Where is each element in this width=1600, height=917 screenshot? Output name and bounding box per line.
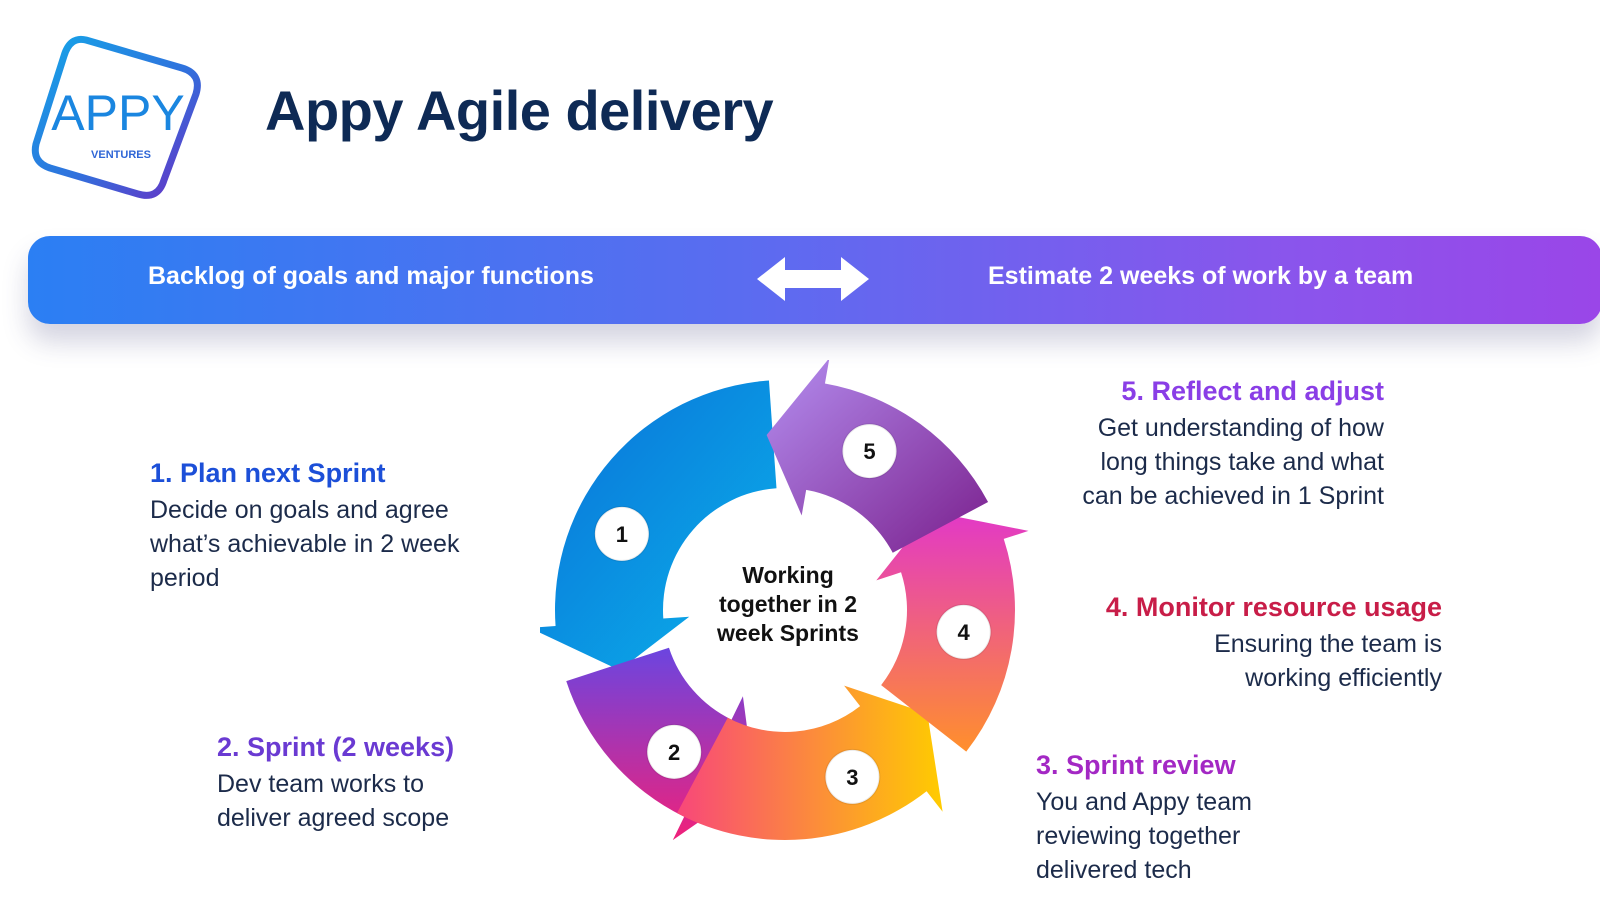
step-title: 5. Reflect and adjust [1121, 376, 1384, 406]
step-number-label: 5 [863, 439, 875, 464]
cycle-center-line-3: week Sprints [716, 620, 859, 646]
step-title: 4. Monitor resource usage [1105, 592, 1442, 622]
cycle-arrow-3 [677, 685, 943, 840]
step-sprint-review: 3. Sprint review You and Appy team revie… [1036, 750, 1356, 887]
sprint-cycle-diagram: 1 2 3 4 5 Working together in 2 week Sprints [540, 360, 1029, 841]
step-number-badge [841, 423, 898, 480]
step-description-line: Dev team works to [217, 770, 425, 798]
step-description: Get understanding of how long things tak… [1030, 411, 1384, 513]
appy-ventures-logo: APPY VENTURES [31, 35, 201, 199]
step-description-line: long things take and what [1100, 448, 1384, 476]
step-sprint: 2. Sprint (2 weeks) Dev team works to de… [217, 732, 537, 835]
step-description: Ensuring the team is working efficiently [1080, 627, 1442, 695]
step-number-label: 2 [668, 740, 680, 765]
step-description-line: You and Appy team [1036, 788, 1252, 816]
step-number-badge [824, 748, 881, 805]
step-description-line: can be achieved in 1 Sprint [1082, 482, 1384, 510]
logo-subtext: VENTURES [91, 149, 151, 161]
process-banner: Backlog of goals and major functions Est… [28, 236, 1600, 324]
step-reflect-and-adjust: 5. Reflect and adjust Get understanding … [1030, 376, 1384, 513]
banner-left-text: Backlog of goals and major functions [148, 262, 594, 290]
step-description: You and Appy team reviewing together del… [1036, 785, 1356, 887]
step-title: 3. Sprint review [1036, 750, 1236, 780]
step-description-line: period [150, 564, 220, 592]
step-description-line: deliver agreed scope [217, 804, 450, 832]
step-title: 2. Sprint (2 weeks) [217, 732, 455, 762]
step-description-line: reviewing together [1036, 822, 1241, 850]
step-number-label: 1 [616, 522, 628, 547]
step-description-line: delivered tech [1036, 856, 1192, 884]
step-plan-next-sprint: 1. Plan next Sprint Decide on goals and … [150, 458, 530, 595]
step-title: 1. Plan next Sprint [150, 458, 386, 488]
step-description-line: Decide on goals and agree [150, 496, 449, 524]
cycle-center-line-1: Working [742, 562, 834, 588]
step-monitor-resource-usage: 4. Monitor resource usage Ensuring the t… [1080, 592, 1442, 695]
logo-wordmark: APPY [51, 85, 184, 141]
step-number-badge [593, 505, 650, 562]
cycle-arrow-1 [540, 380, 777, 671]
step-description-line: working efficiently [1245, 664, 1442, 692]
double-arrow-icon [757, 257, 869, 301]
step-number-badge [646, 723, 703, 780]
step-description-line: what’s achievable in 2 week [150, 530, 460, 558]
page-title: Appy Agile delivery [265, 79, 774, 142]
step-number-label: 4 [958, 620, 971, 645]
step-description: Dev team works to deliver agreed scope [217, 767, 537, 835]
cycle-center-line-2: together in 2 [719, 591, 857, 617]
banner-right-text: Estimate 2 weeks of work by a team [988, 262, 1414, 290]
step-number-badge [935, 603, 992, 660]
step-description-line: Get understanding of how [1097, 414, 1384, 442]
step-description-line: Ensuring the team is [1214, 630, 1442, 658]
step-description: Decide on goals and agree what’s achieva… [150, 493, 530, 595]
step-number-label: 3 [846, 765, 858, 790]
